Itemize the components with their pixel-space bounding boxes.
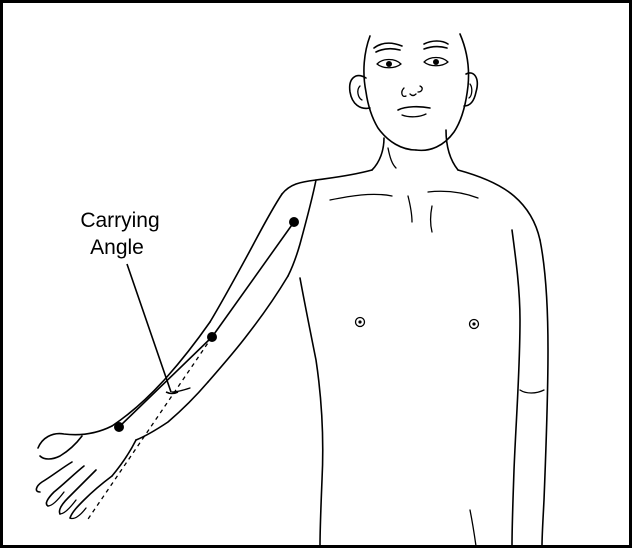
mouth: [398, 107, 430, 110]
left-eye: [377, 60, 401, 68]
left-nipple: [356, 318, 365, 327]
left-arm: [36, 180, 316, 519]
left-eyebrow: [374, 43, 402, 52]
label-leader-line: [127, 264, 171, 392]
carrying-angle-label: Carrying Angle: [80, 209, 171, 392]
upper-arm-axis: [212, 222, 294, 337]
right-eyebrow: [424, 41, 448, 49]
label-line-2: Angle: [90, 236, 144, 259]
shoulder-landmark-dot: [289, 217, 299, 227]
axis-lines: [86, 217, 299, 522]
forearm-axis: [119, 337, 212, 427]
nose: [402, 86, 422, 96]
right-nipple: [470, 320, 479, 329]
torso: [282, 170, 548, 546]
head: [350, 34, 478, 150]
right-eye: [424, 58, 448, 66]
label-line-1: Carrying: [80, 209, 159, 232]
wrist-landmark-dot: [114, 422, 124, 432]
elbow-landmark-dot: [207, 332, 217, 342]
